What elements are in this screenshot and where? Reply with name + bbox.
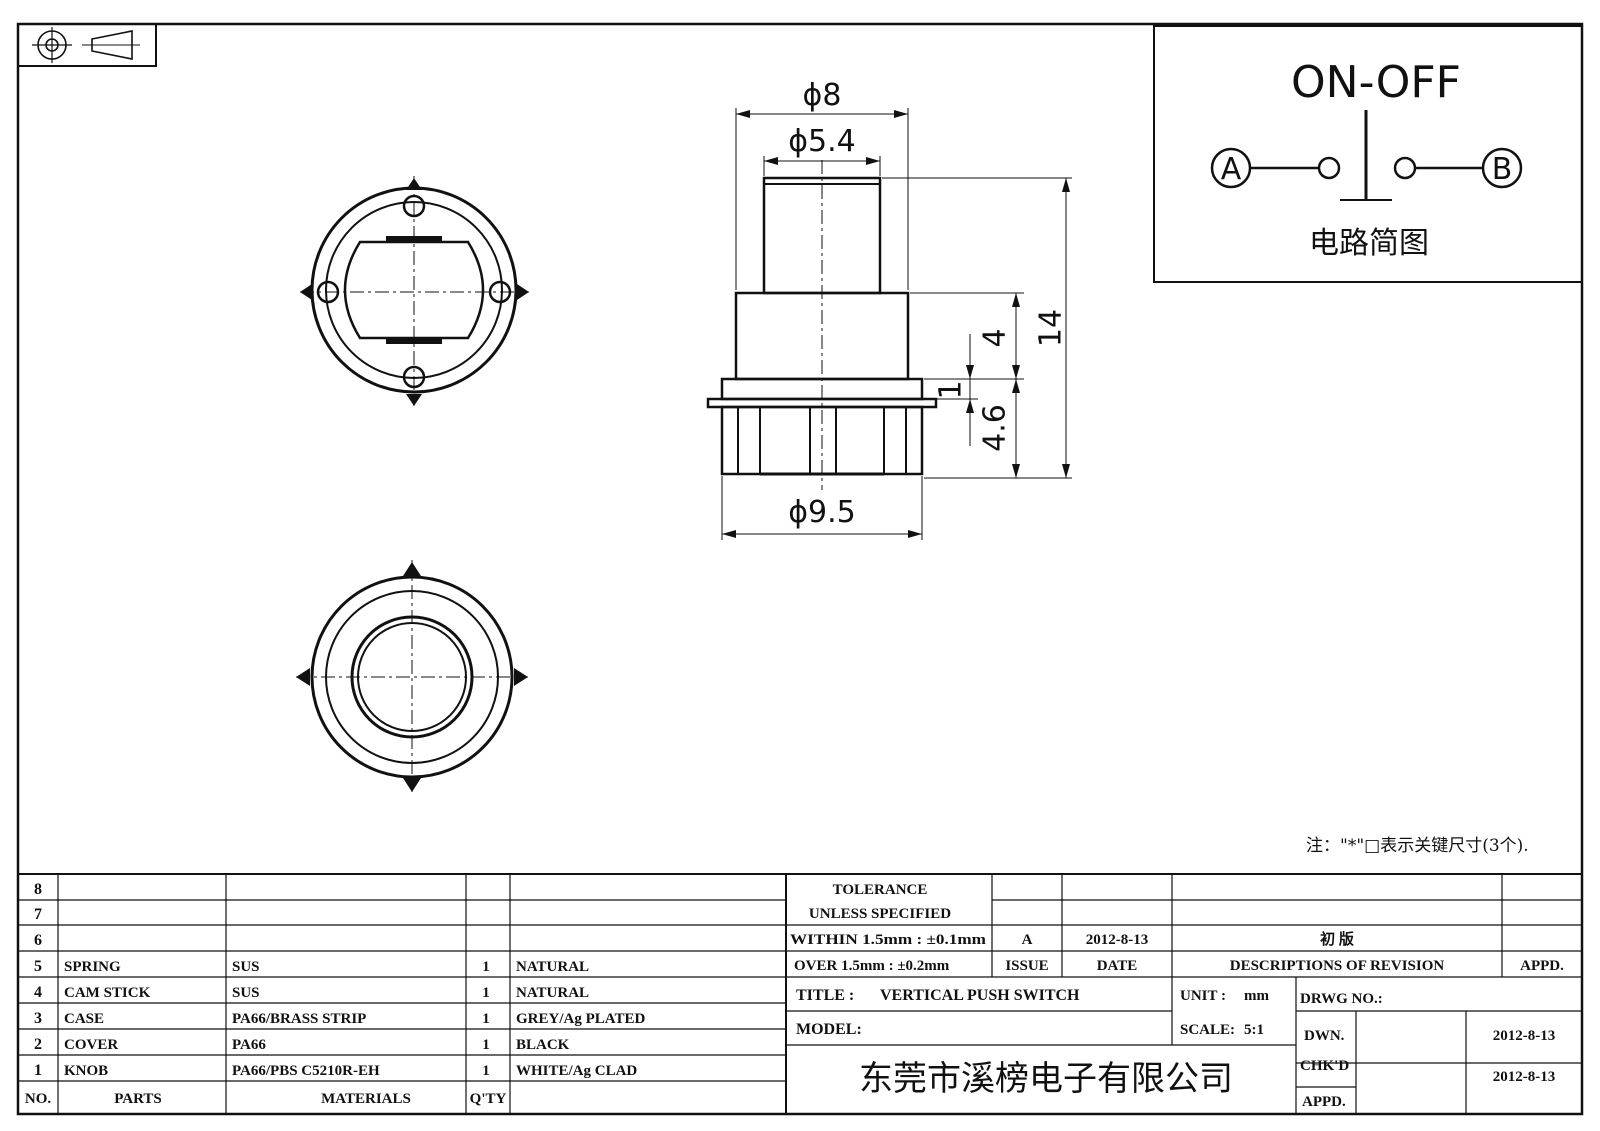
unit-value: mm [1244, 988, 1269, 1004]
appd-label: APPD. [1302, 1094, 1346, 1110]
schematic-title: ON-OFF [1291, 57, 1461, 108]
revision-description: 初 版 [1320, 930, 1354, 948]
bottom-view [296, 560, 528, 792]
company-name: 东莞市溪榜电子有限公司 [859, 1059, 1233, 1099]
revision-issue: A [1022, 932, 1033, 948]
unit-label: UNIT : [1180, 988, 1226, 1004]
revision-appd-label: APPD. [1520, 958, 1564, 974]
bom-row-qty: 1 [482, 959, 490, 975]
bom-row-no: 2 [34, 1036, 42, 1053]
bom-row-material: PA66/BRASS STRIP [232, 1011, 366, 1027]
projection-symbol-icon [17, 23, 157, 67]
bom-row-part: CASE [64, 1011, 104, 1027]
revision-date-label: DATE [1097, 958, 1138, 974]
tolerance-line2: UNLESS SPECIFIED [809, 906, 951, 922]
bom-row-part: COVER [64, 1037, 118, 1053]
dim-h4: 4 [978, 328, 1013, 347]
bom-row-part: CAM STICK [64, 985, 151, 1001]
tolerance-line3: WITHIN 1.5mm : ±0.1mm [790, 932, 987, 948]
scale-label: SCALE: [1180, 1022, 1235, 1038]
bom-row-finish: NATURAL [516, 985, 589, 1001]
drwg-no-label: DRWG NO.: [1300, 991, 1383, 1007]
scale-value: 5:1 [1244, 1022, 1264, 1038]
dim-h4-6: 4.6 [978, 404, 1013, 452]
bom-row-finish: GREY/Ag PLATED [516, 1011, 645, 1027]
revision-desc-label: DESCRIPTIONS OF REVISION [1230, 958, 1445, 974]
dim-h1: 1 [934, 380, 969, 399]
schematic-caption: 电路简图 [1309, 226, 1429, 261]
chkd-label: CHK'D [1300, 1058, 1349, 1074]
tolerance-line1: TOLERANCE [833, 882, 928, 898]
circuit-schematic: ON-OFF A B 电路简图 [1153, 25, 1583, 283]
dim-phi8: ϕ8 [803, 78, 842, 113]
bom-row-material: SUS [232, 985, 260, 1001]
bom-row-finish: WHITE/Ag CLAD [516, 1063, 637, 1079]
tolerance-line4: OVER 1.5mm : ±0.2mm [794, 958, 950, 974]
bom-header-materials: MATERIALS [321, 1091, 411, 1107]
bom-row-no: 7 [34, 906, 42, 923]
bom-row-no: 6 [34, 932, 42, 949]
dwn-label: DWN. [1304, 1028, 1345, 1044]
bom-header-qty: Q'TY [470, 1091, 507, 1107]
bom-row-finish: BLACK [516, 1037, 570, 1053]
title-block: TOLERANCE UNLESS SPECIFIED WITHIN 1.5mm … [785, 873, 1583, 1115]
title-value: VERTICAL PUSH SWITCH [880, 987, 1080, 1004]
top-view [300, 176, 529, 406]
terminal-a-label: A [1221, 152, 1242, 187]
bom-table: 8 7 6 5 4 3 2 1 SPRING CAM STICK CASE CO… [17, 873, 787, 1115]
side-view: ϕ8 ϕ5.4 ϕ9.5 14 4 4.6 [706, 78, 1072, 540]
revision-date: 2012-8-13 [1086, 932, 1149, 948]
bom-row-qty: 1 [482, 1037, 490, 1053]
dim-phi5-4: ϕ5.4 [788, 124, 856, 159]
bom-row-no: 3 [34, 1010, 42, 1027]
chkd-date: 2012-8-13 [1493, 1069, 1556, 1085]
dim-phi9-5: ϕ9.5 [788, 495, 856, 530]
bom-row-material: PA66 [232, 1037, 266, 1053]
key-dimension-note: 注："*"□表示关键尺寸(3个). [1306, 836, 1529, 856]
dim-h14: 14 [1034, 309, 1069, 347]
revision-issue-label: ISSUE [1005, 958, 1048, 974]
terminal-b-label: B [1492, 152, 1513, 187]
title-label: TITLE : [796, 987, 854, 1004]
bom-row-part: SPRING [64, 959, 121, 975]
model-label: MODEL: [796, 1021, 862, 1038]
bom-header-no: NO. [25, 1091, 52, 1107]
bom-row-material: SUS [232, 959, 260, 975]
bom-row-part: KNOB [64, 1063, 108, 1079]
bom-row-qty: 1 [482, 1011, 490, 1027]
bom-row-finish: NATURAL [516, 959, 589, 975]
bom-row-no: 1 [34, 1062, 42, 1079]
bom-row-qty: 1 [482, 985, 490, 1001]
bom-row-no: 5 [34, 958, 42, 975]
bom-row-no: 4 [34, 984, 42, 1001]
bom-row-qty: 1 [482, 1063, 490, 1079]
dwn-date: 2012-8-13 [1493, 1028, 1556, 1044]
bom-row-material: PA66/PBS C5210R-EH [232, 1063, 380, 1079]
bom-row-no: 8 [34, 881, 42, 898]
bom-header-parts: PARTS [114, 1091, 162, 1107]
